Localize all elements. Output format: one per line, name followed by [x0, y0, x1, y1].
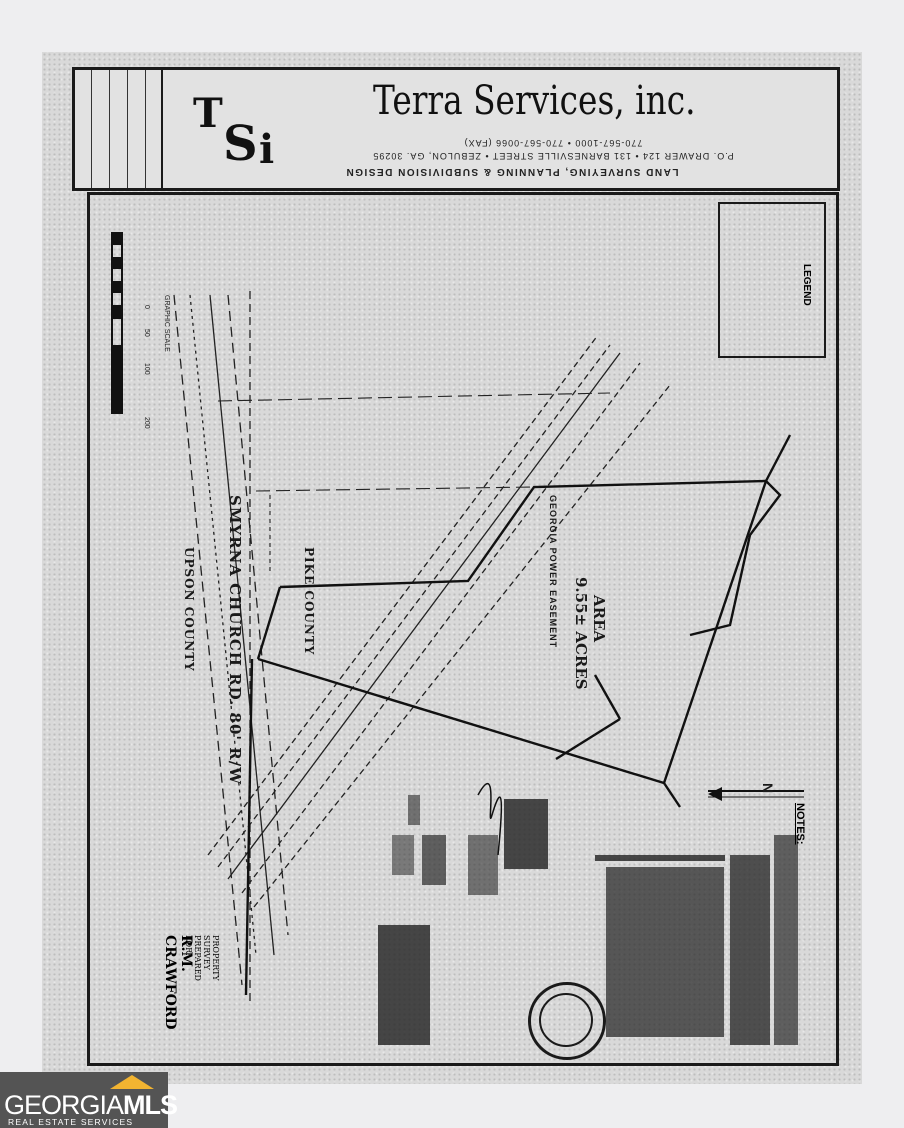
graphic-scale — [111, 232, 123, 414]
north-arrow — [708, 787, 804, 801]
north-label: N — [760, 783, 776, 794]
mls-brand-light: GEORGIA — [4, 1090, 124, 1120]
pike-county-label: PIKE COUNTY — [302, 547, 316, 656]
phone-line: 770-567-1000 • 770-567-0066 (FAX) — [463, 138, 643, 148]
services-line: LAND SURVEYING, PLANNING & SUBDIVISION D… — [345, 166, 679, 177]
revision-table — [75, 70, 163, 188]
roof-icon — [110, 1075, 154, 1089]
surveyor-signature — [477, 783, 503, 856]
mls-tagline: REAL ESTATE SERVICES — [8, 1117, 134, 1127]
legend-title: LEGEND — [801, 264, 812, 306]
area-label: AREA — [590, 595, 608, 643]
owner-caption: PROPERTY SURVEY PREPARED FOR: — [184, 935, 220, 981]
plat-linework — [111, 232, 804, 1045]
plat-drawing: LEGEND SMYRNA CHURCH RD. 80' R/W PIKE CO… — [87, 192, 839, 1066]
georgia-mls-watermark: GEORGIAMLS REAL ESTATE SERVICES — [0, 1072, 178, 1128]
address-line: P.O. DRAWER 124 • 131 BARNESVILLE STREET… — [372, 151, 734, 161]
road-label: SMYRNA CHURCH RD. 80' R/W — [226, 495, 244, 786]
scale-label: GRAPHIC SCALE — [163, 295, 170, 352]
scale-tick-200: 200 — [143, 417, 150, 429]
company-address: P.O. DRAWER 124 • 131 BARNESVILLE STREET… — [323, 136, 783, 162]
certification-text — [378, 795, 548, 1045]
easement-lines — [207, 334, 671, 908]
mls-wordmark: GEORGIAMLS — [4, 1090, 178, 1121]
scale-tick-0: 0 — [143, 305, 150, 309]
notes-title: NOTES: — [794, 803, 806, 845]
easement-label: GEORGIA POWER EASEMENT — [548, 495, 558, 649]
upson-county-label: UPSON COUNTY — [182, 547, 196, 672]
scale-tick-50: 50 — [143, 329, 150, 337]
area-value: 9.55± ACRES — [572, 577, 590, 690]
tract-boundary — [244, 434, 792, 996]
surveyor-seal — [528, 982, 606, 1060]
mls-brand-bold: MLS — [123, 1090, 178, 1120]
notes-text — [595, 835, 798, 1045]
adjoining-lines — [217, 392, 611, 575]
legend-box: LEGEND — [718, 202, 826, 358]
scale-tick-100: 100 — [143, 363, 150, 375]
road-lines — [173, 291, 289, 1005]
company-name: Terra Services, inc. — [373, 78, 696, 124]
